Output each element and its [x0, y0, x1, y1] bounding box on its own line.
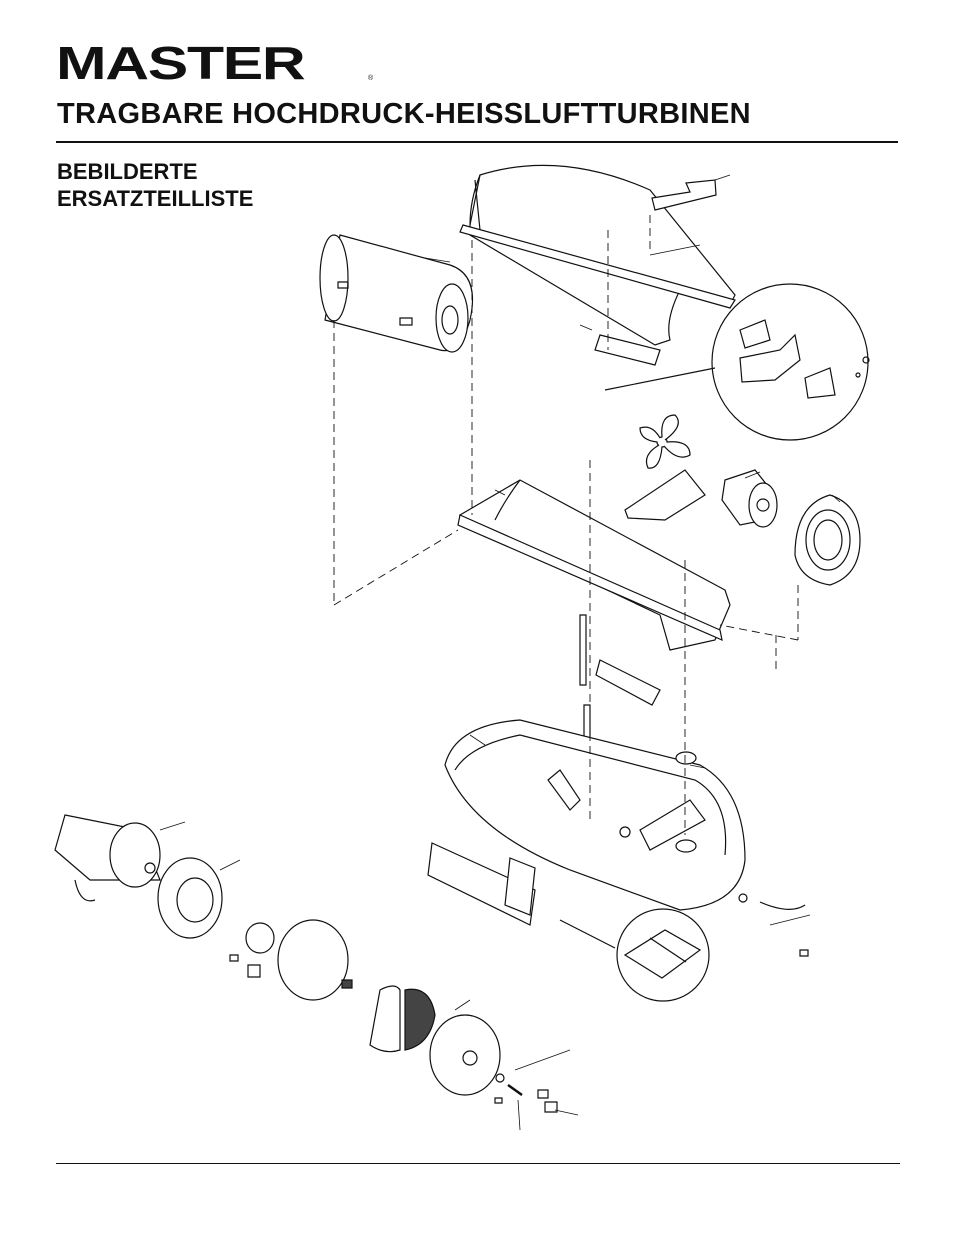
pump-filter: [370, 986, 435, 1052]
logo-wordmark: MASTER: [56, 37, 306, 89]
fuel-line: [580, 615, 660, 745]
callout-leaders: [160, 175, 840, 1130]
master-logo: MASTER ®: [56, 37, 373, 89]
handle: [652, 180, 716, 210]
fan-guard: [795, 495, 860, 585]
circuit-board-inset: [617, 909, 709, 1001]
fuel-tank: [445, 720, 745, 910]
subtitle-line-2: ERSATZTEILLISTE: [57, 186, 254, 211]
registered-mark: ®: [368, 75, 374, 82]
motor-bracket: [625, 470, 705, 520]
motor: [722, 470, 777, 527]
shield-plate: [595, 335, 660, 365]
section-subtitle: BEBILDERTE ERSATZTEILLISTE: [57, 158, 253, 212]
pump-body: [230, 920, 352, 1000]
header-rule: [56, 141, 898, 143]
combustion-chamber: [320, 235, 473, 352]
upper-shell: [460, 165, 735, 345]
small-hardware: [495, 894, 808, 1112]
valve-inset: [712, 284, 869, 440]
subtitle-line-1: BEBILDERTE: [57, 159, 198, 184]
rotor-ring: [158, 858, 222, 938]
footer-rule: [56, 1163, 900, 1164]
assembly-guide-lines: [334, 215, 798, 835]
pump-motor: [55, 815, 160, 901]
page-title: TRAGBARE HOCHDRUCK-HEISSLUFTTURBINEN: [57, 98, 751, 130]
fan-blade: [640, 415, 690, 468]
mounting-plate: [428, 843, 535, 925]
end-cover: [430, 1015, 500, 1095]
